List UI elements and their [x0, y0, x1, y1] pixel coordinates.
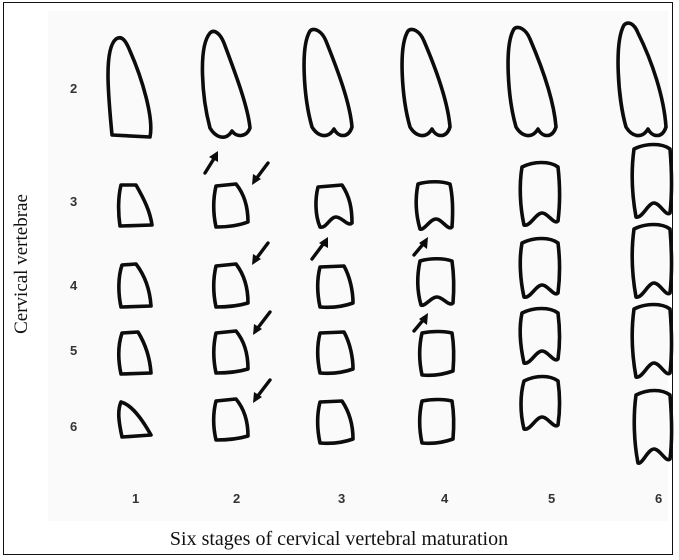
vertebra-label-c4: 4 — [70, 278, 78, 293]
stage-2-column — [202, 31, 270, 440]
stage-label-5: 5 — [548, 491, 555, 506]
c4-vertebra-stage-1 — [119, 264, 151, 307]
c6-vertebra-stage-5 — [521, 377, 560, 430]
stage-1-column — [108, 38, 152, 437]
c6-vertebra-stage-1 — [119, 402, 151, 437]
c2-vertebra-stage-6 — [618, 23, 666, 136]
c5-vertebra-stage-5 — [520, 309, 559, 364]
c5-vertebra-stage-4 — [420, 332, 454, 376]
c6-vertebra-stage-2 — [214, 399, 248, 440]
arrow-c4-stage-2 — [252, 243, 268, 265]
vertebra-label-c6: 6 — [70, 419, 77, 434]
vertebra-label-c3: 3 — [70, 194, 77, 209]
stage-label-3: 3 — [338, 491, 345, 506]
vertebra-label-c5: 5 — [70, 343, 77, 358]
figure-frame: Cervical vertebrae Six stages of cervica… — [3, 2, 673, 555]
c5-vertebra-stage-6 — [632, 305, 671, 378]
c2-vertebra-stage-1 — [108, 38, 151, 137]
arrow-c4-concavity-stage-4 — [414, 313, 428, 331]
c4-vertebra-stage-4 — [418, 259, 454, 306]
c3-vertebra-stage-6 — [632, 145, 671, 218]
c6-vertebra-stage-3 — [318, 401, 353, 443]
c3-vertebra-stage-5 — [520, 163, 559, 226]
stage-4-column — [402, 29, 454, 443]
arrow-c6-stage-2 — [253, 380, 270, 403]
c6-vertebra-stage-6 — [634, 391, 671, 464]
c5-vertebra-stage-3 — [318, 332, 353, 373]
c3-vertebra-stage-2 — [214, 184, 248, 227]
c2-vertebra-stage-5 — [508, 27, 556, 135]
c3-vertebra-stage-4 — [416, 182, 452, 229]
c5-vertebra-stage-1 — [119, 332, 151, 374]
stage-label-1: 1 — [132, 491, 139, 506]
arrow-c2-concavity-stage-2 — [205, 151, 218, 173]
c4-vertebra-stage-6 — [632, 225, 671, 298]
c6-vertebra-stage-4 — [420, 400, 454, 444]
c2-vertebra-stage-4 — [402, 29, 450, 135]
c2-vertebra-stage-2 — [202, 31, 250, 137]
arrow-c3-concavity-stage-4 — [414, 237, 428, 255]
c4-vertebra-stage-3 — [318, 266, 353, 307]
c4-vertebra-stage-2 — [214, 264, 248, 307]
stage-3-column — [304, 29, 353, 443]
c5-vertebra-stage-2 — [214, 331, 248, 373]
c2-vertebra-stage-3 — [304, 29, 352, 135]
c3-vertebra-stage-1 — [119, 185, 152, 226]
c3-vertebra-stage-3 — [316, 185, 352, 227]
arrow-c3-stage-2 — [252, 163, 268, 185]
stage-label-2: 2 — [233, 491, 240, 506]
c4-vertebra-stage-5 — [520, 239, 559, 298]
vertebrae-diagram: 2 3 4 5 6 1 2 3 4 5 6 — [4, 3, 674, 556]
arrow-c3-concavity-stage-3 — [312, 237, 328, 259]
stage-5-column — [508, 27, 559, 429]
stage-6-column — [618, 23, 671, 463]
stage-label-6: 6 — [655, 491, 662, 506]
arrow-c5-stage-2 — [253, 312, 270, 335]
vertebra-label-c2: 2 — [70, 81, 77, 96]
stage-label-4: 4 — [441, 491, 449, 506]
